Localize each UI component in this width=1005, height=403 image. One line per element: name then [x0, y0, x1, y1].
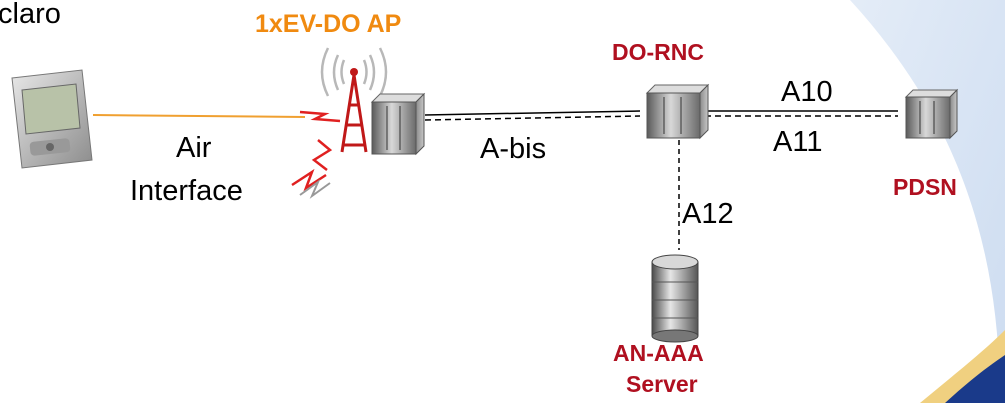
ap-label: 1xEV-DO AP	[255, 10, 402, 38]
rnc-equipment-icon	[645, 83, 710, 140]
abis-link-label: A-bis	[480, 133, 547, 165]
link-air	[92, 114, 306, 118]
aaa-label-line2: Server	[626, 371, 698, 397]
lightning-icon	[291, 110, 341, 199]
air-link-label-line1: Air	[176, 132, 212, 164]
a12-link-label: A12	[682, 198, 734, 230]
a10-link-label: A10	[781, 76, 833, 108]
a11-link-label: A11	[773, 126, 823, 158]
ap-equipment-icon	[370, 92, 426, 156]
pdsn-equipment-icon	[904, 88, 959, 140]
antenna-tower-icon	[320, 47, 388, 153]
header-partial-text: claro	[0, 0, 61, 30]
background-swoosh	[850, 0, 1005, 403]
pdsn-label: PDSN	[893, 174, 957, 200]
aaa-label-line1: AN-AAA	[613, 340, 704, 366]
rnc-label: DO-RNC	[612, 39, 704, 65]
aaa-server-icon	[651, 254, 699, 343]
handset-icon	[11, 69, 93, 169]
link-abis	[424, 110, 641, 121]
air-link-label-line2: Interface	[130, 175, 243, 207]
link-a10-a11	[705, 110, 898, 117]
